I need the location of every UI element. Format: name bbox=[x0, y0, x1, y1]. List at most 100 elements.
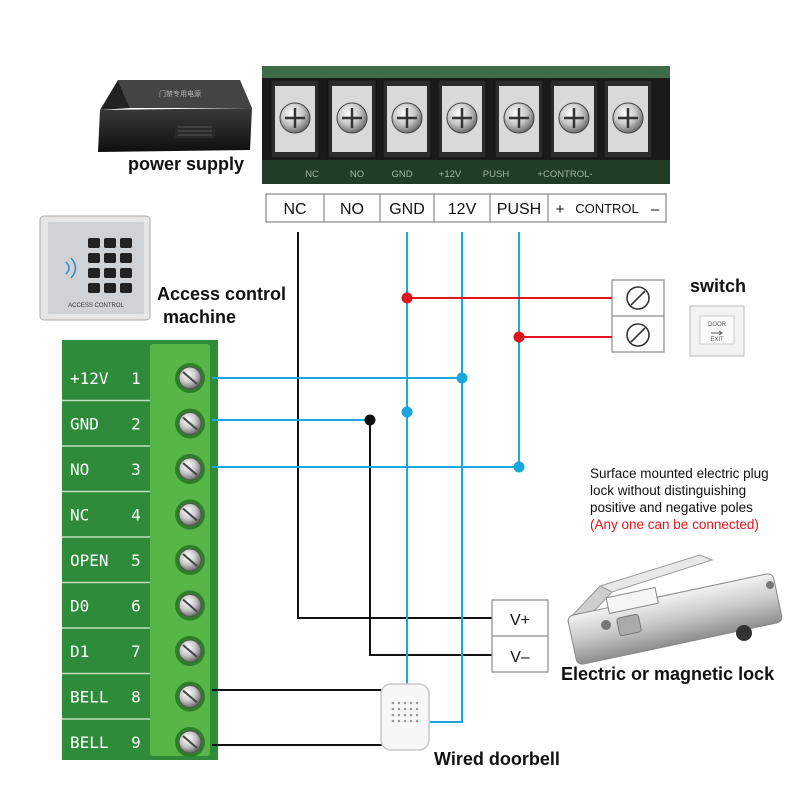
controller-terminal-number: 4 bbox=[131, 506, 141, 525]
controller-terminal-number: 2 bbox=[131, 415, 141, 434]
doorbell-icon bbox=[380, 683, 430, 751]
controller-terminal-number: 9 bbox=[131, 733, 141, 752]
lock-note-line2: lock without distinguishing bbox=[590, 483, 746, 498]
controller-terminal-label: NO bbox=[70, 460, 89, 479]
doorbell-speaker-hole bbox=[397, 719, 401, 723]
doorbell-speaker-hole bbox=[403, 713, 407, 717]
keypad-key bbox=[88, 283, 100, 293]
controller-terminal-label: OPEN bbox=[70, 551, 109, 570]
lock-note-line1: Surface mounted electric plug bbox=[590, 466, 769, 481]
junction-gnd-lock bbox=[364, 414, 376, 426]
controller-terminal-label: D0 bbox=[70, 597, 89, 616]
doorbell-speaker-hole bbox=[403, 701, 407, 705]
electric-lock-label: Electric or magnetic lock bbox=[561, 664, 775, 684]
lock-note: Surface mounted electric plug lock witho… bbox=[590, 466, 769, 532]
doorbell-speaker-hole bbox=[409, 719, 413, 723]
ps-photo-label: +12V bbox=[439, 169, 462, 180]
doorbell-speaker-hole bbox=[391, 719, 395, 723]
keypad-key bbox=[104, 268, 116, 278]
ps-control-minus: – bbox=[651, 201, 660, 218]
ps-terminal-nc: NC bbox=[283, 201, 306, 218]
keypad-key bbox=[104, 283, 116, 293]
doorbell-speaker-hole bbox=[415, 701, 419, 705]
switch-screw-1 bbox=[626, 286, 650, 310]
power-supply-label: power supply bbox=[128, 154, 244, 174]
junction-gnd bbox=[401, 406, 413, 418]
ps-photo-label: PUSH bbox=[483, 169, 510, 180]
keypad-key bbox=[104, 253, 116, 263]
exit-button-bottom-text: EXIT bbox=[710, 337, 724, 343]
keypad-text: ACCESS CONTROL bbox=[68, 303, 124, 309]
power-supply-box: 门禁专用电源 bbox=[98, 80, 252, 152]
electric-lock-icon bbox=[567, 554, 783, 665]
controller-terminal-label: D1 bbox=[70, 642, 89, 661]
controller-terminal-number: 5 bbox=[131, 551, 141, 570]
junctions bbox=[364, 292, 525, 473]
keypad-key bbox=[88, 268, 100, 278]
access-control-keypad: ACCESS CONTROL bbox=[39, 215, 151, 321]
lock-terminal-vminus: V– bbox=[510, 649, 530, 666]
wire-ps-nc-to-lock-vplus bbox=[297, 232, 492, 619]
doorbell-speaker-hole bbox=[415, 707, 419, 711]
ps-terminal-12v: 12V bbox=[448, 201, 477, 218]
controller-terminal-number: 6 bbox=[131, 597, 141, 616]
doorbell-speaker-hole bbox=[403, 719, 407, 723]
controller-terminal-label: BELL bbox=[70, 688, 109, 707]
lock-note-red: (Any one can be connected) bbox=[590, 517, 759, 532]
keypad-key bbox=[120, 253, 132, 263]
doorbell-speaker-hole bbox=[397, 707, 401, 711]
doorbell-speaker-hole bbox=[397, 701, 401, 705]
doorbell-speaker-hole bbox=[391, 707, 395, 711]
doorbell-speaker-hole bbox=[391, 701, 395, 705]
controller-terminal-label: +12V bbox=[70, 369, 109, 388]
lock-note-line3: positive and negative poles bbox=[590, 500, 753, 515]
power-terminal-label-bar: NC NO GND 12V PUSH + CONTROL – bbox=[265, 193, 667, 223]
doorbell-speaker-hole bbox=[409, 713, 413, 717]
controller-terminal-number: 3 bbox=[131, 460, 141, 479]
exit-button-icon: DOOR EXIT bbox=[689, 305, 745, 357]
junction-gnd-switch bbox=[401, 292, 413, 304]
ps-photo-label: GND bbox=[391, 169, 412, 180]
doorbell-speaker-hole bbox=[415, 713, 419, 717]
keypad-key bbox=[120, 268, 132, 278]
lock-terminal-box: V+ V– bbox=[491, 599, 549, 673]
controller-terminal-number: 1 bbox=[131, 369, 141, 388]
ps-terminal-gnd: GND bbox=[389, 201, 425, 218]
controller-terminal-number: 7 bbox=[131, 642, 141, 661]
controller-terminal-label: GND bbox=[70, 415, 99, 434]
power-box-text: 门禁专用电源 bbox=[159, 89, 201, 98]
keypad-key bbox=[120, 283, 132, 293]
access-control-label-line2: machine bbox=[163, 307, 236, 327]
exit-button-top-text: DOOR bbox=[708, 322, 727, 328]
ps-photo-label: +CONTROL- bbox=[537, 169, 592, 180]
wires bbox=[212, 232, 612, 746]
lock-terminal-vplus: V+ bbox=[510, 612, 530, 629]
doorbell-speaker-hole bbox=[415, 719, 419, 723]
controller-terminal-number: 8 bbox=[131, 688, 141, 707]
junction-push-switch bbox=[513, 331, 525, 343]
switch-terminals bbox=[611, 279, 665, 353]
keypad-key bbox=[104, 238, 116, 248]
controller-terminal-label: NC bbox=[70, 506, 89, 525]
doorbell-speaker-hole bbox=[391, 713, 395, 717]
ps-control-plus: + bbox=[556, 201, 565, 218]
ps-control-label: CONTROL bbox=[575, 201, 639, 216]
access-control-label-line1: Access control bbox=[157, 284, 286, 304]
switch-label: switch bbox=[690, 276, 746, 296]
doorbell-speaker-hole bbox=[409, 707, 413, 711]
ps-terminal-no: NO bbox=[340, 201, 364, 218]
doorbell-speaker-hole bbox=[397, 713, 401, 717]
keypad-key bbox=[120, 238, 132, 248]
wire-ctrl-gnd-to-lock-vminus bbox=[212, 419, 492, 656]
power-terminal-block: NC NO GND +12V PUSH +CONTROL- bbox=[262, 66, 670, 184]
doorbell-speaker-hole bbox=[403, 707, 407, 711]
ps-photo-label: NC bbox=[305, 169, 319, 180]
doorbell-speaker-hole bbox=[409, 701, 413, 705]
ps-photo-label: NO bbox=[350, 169, 364, 180]
keypad-key bbox=[88, 238, 100, 248]
wire-ctrl-gnd-to-ps-gnd bbox=[370, 412, 407, 420]
junction-push-no bbox=[513, 461, 525, 473]
keypad-key bbox=[88, 253, 100, 263]
